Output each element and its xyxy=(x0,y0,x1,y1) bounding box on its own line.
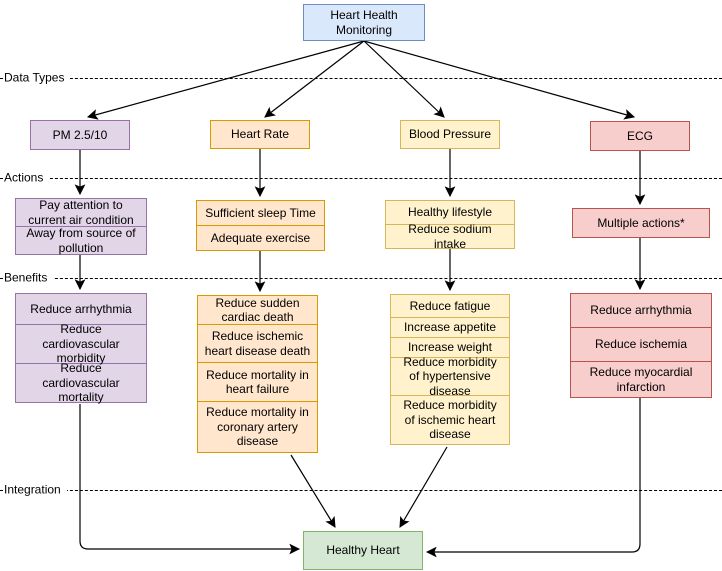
heart-rate-action-cell: Adequate exercise xyxy=(196,225,325,251)
edge-root-to-pm xyxy=(86,40,365,120)
blood-pressure-actions-stack: Healthy lifestyle Reduce sodium intake xyxy=(385,200,515,251)
edge-root-to-blood-pressure xyxy=(363,40,445,118)
ecg-benefit-cell: Reduce arrhythmia xyxy=(570,293,712,328)
pm-action-cell: Away from source of pollution xyxy=(15,226,147,255)
edge-blood-pressure-benefits-to-healthy-heart xyxy=(399,446,448,528)
lane-label-data-types: Data Types xyxy=(4,70,71,85)
blood-pressure-benefit-cell: Increase appetite xyxy=(390,317,510,338)
ecg-action-cell: Multiple actions* xyxy=(572,208,710,238)
heart-rate-actions-stack: Sufficient sleep Time Adequate exercise xyxy=(196,200,325,251)
lane-label-integration: Integration xyxy=(4,482,67,497)
heart-rate-benefit-cell: Reduce mortality in coronary artery dise… xyxy=(197,401,318,453)
blood-pressure-benefits-stack: Reduce fatigue Increase appetite Increas… xyxy=(390,294,510,445)
lane-label-benefits: Benefits xyxy=(4,270,54,285)
pm-benefits-stack: Reduce arrhythmia Reduce cardiovascular … xyxy=(15,293,147,404)
blood-pressure-benefit-cell: Reduce morbidity of ischemic heart disea… xyxy=(390,395,510,445)
heart-rate-action-cell: Sufficient sleep Time xyxy=(196,200,325,226)
blood-pressure-benefit-cell: Reduce morbidity of hypertensive disease xyxy=(390,355,510,398)
edge-root-to-ecg xyxy=(363,40,636,120)
node-heart-rate: Heart Rate xyxy=(210,120,310,149)
ecg-benefit-cell: Reduce myocardial infarction xyxy=(570,361,712,398)
heart-rate-benefit-cell: Reduce sudden cardiac death xyxy=(197,295,318,325)
node-healthy-heart: Healthy Heart xyxy=(303,531,423,570)
blood-pressure-benefit-cell: Reduce fatigue xyxy=(390,294,510,318)
lane-line-benefits xyxy=(0,278,722,279)
pm-benefit-cell: Reduce arrhythmia xyxy=(15,293,147,325)
node-pm: PM 2.5/10 xyxy=(30,120,130,150)
pm-action-cell: Pay attention to current air condition xyxy=(15,198,147,227)
blood-pressure-action-cell: Reduce sodium intake xyxy=(385,222,515,251)
heart-rate-benefit-cell: Reduce ischemic heart disease death xyxy=(197,324,318,363)
heart-rate-benefits-stack: Reduce sudden cardiac death Reduce ische… xyxy=(197,295,318,453)
pm-actions-stack: Pay attention to current air condition A… xyxy=(15,198,147,255)
pm-benefit-cell: Reduce cardiovascular morbidity xyxy=(15,322,147,365)
blood-pressure-benefit-cell: Increase weight xyxy=(390,337,510,358)
node-ecg: ECG xyxy=(590,121,690,151)
lane-line-actions xyxy=(0,178,722,179)
lane-label-actions: Actions xyxy=(4,170,50,185)
heart-rate-benefit-cell: Reduce mortality in heart failure xyxy=(197,362,318,402)
ecg-actions-stack: Multiple actions* xyxy=(572,208,710,238)
ecg-benefits-stack: Reduce arrhythmia Reduce ischemia Reduce… xyxy=(570,293,712,398)
edge-root-to-heart-rate xyxy=(264,40,365,118)
edge-heart-rate-benefits-to-healthy-heart xyxy=(290,454,336,528)
node-heart-health-monitoring: Heart Health Monitoring xyxy=(303,4,425,41)
lane-line-data-types xyxy=(0,78,722,79)
ecg-benefit-cell: Reduce ischemia xyxy=(570,327,712,362)
pm-benefit-cell: Reduce cardiovascular mortality xyxy=(15,361,147,404)
lane-line-integration xyxy=(0,490,722,491)
node-blood-pressure: Blood Pressure xyxy=(400,120,500,149)
